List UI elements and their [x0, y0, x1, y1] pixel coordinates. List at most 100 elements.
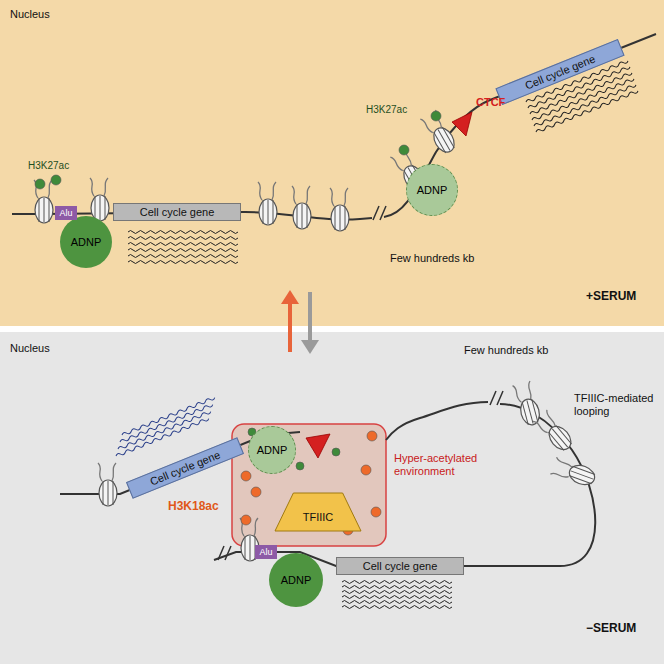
- starve-arrow: [308, 292, 312, 344]
- transcript: [342, 596, 452, 599]
- transcript: [128, 243, 238, 246]
- starve-arrowhead: [301, 340, 319, 354]
- acetyl-mark: [51, 175, 61, 185]
- dna-strand: [386, 402, 488, 440]
- transcript: [121, 396, 215, 436]
- break-mark: [218, 546, 231, 560]
- histone-core: [430, 124, 459, 156]
- acetyl-mark: [367, 431, 377, 441]
- histone-core: [567, 462, 598, 488]
- condition-label: −SERUM: [586, 622, 636, 636]
- dna-wrap: [95, 196, 96, 220]
- transcript: [128, 255, 238, 258]
- adnp-protein: ADNP: [60, 216, 112, 268]
- trapezoid: [275, 493, 361, 531]
- node-text: ADNP: [281, 574, 312, 587]
- node-text: Cell cycle gene: [140, 206, 215, 219]
- transcript: [342, 586, 452, 589]
- gene-box: Cell cycle gene: [126, 437, 244, 499]
- dna-wrap: [438, 130, 450, 151]
- transcript: [342, 601, 452, 604]
- transcript: [128, 237, 238, 240]
- histone-tail: [98, 463, 116, 481]
- nucleus-panel: Nucleus+SERUMAluADNPCell cycle geneADNPC…: [0, 0, 664, 326]
- nucleosome: [292, 186, 311, 229]
- node-text: Cell cycle gene: [363, 560, 438, 573]
- node-text: Alu: [259, 547, 272, 557]
- dna-wrap: [340, 206, 341, 230]
- dna-strand: [384, 34, 656, 217]
- dna-wrap: [113, 481, 114, 505]
- acetyl-mark: [241, 515, 251, 525]
- dna-wrap: [335, 206, 336, 230]
- histone-core: [545, 422, 576, 453]
- acetyl-mark: [35, 179, 45, 189]
- dna-wrap: [108, 481, 109, 505]
- nucleosome: [550, 456, 597, 489]
- acetyl-mark: [371, 507, 381, 517]
- dna-wrap: [268, 200, 269, 224]
- transcript: [119, 403, 213, 443]
- alu-element: Alu: [55, 206, 76, 220]
- dna-wrap: [100, 196, 101, 220]
- histone-tail: [292, 186, 310, 204]
- histone-mark-label: H3K27ac: [28, 160, 69, 172]
- dna-wrap: [532, 399, 538, 422]
- nucleosome: [34, 180, 53, 223]
- distance-label: Few hundreds kb: [464, 344, 548, 357]
- node-text: ADNP: [257, 444, 288, 457]
- histone-core: [259, 199, 277, 225]
- dna-wrap: [434, 132, 446, 153]
- alu-element: Alu: [255, 545, 276, 559]
- dna-wrap: [572, 466, 595, 474]
- dna-wrap: [263, 200, 264, 224]
- gene-box: Cell cycle gene: [113, 203, 241, 221]
- dna-wrap: [39, 198, 40, 222]
- histone-tail: [34, 180, 52, 198]
- acetyl-mark: [399, 145, 409, 155]
- node-text: Cell cycle gene: [523, 52, 597, 92]
- nucleosome: [98, 463, 117, 506]
- transcript: [533, 83, 636, 127]
- serum-arrow: [288, 300, 292, 352]
- ctcf-triangle: [452, 112, 472, 136]
- node-text: Cell cycle gene: [148, 448, 222, 488]
- panel-title: Nucleus: [10, 342, 50, 355]
- dna-wrap: [552, 429, 567, 447]
- acetyl-mark: [332, 448, 340, 456]
- nucleosome: [330, 188, 349, 231]
- nucleus-panel: Nucleus−SERUMCell cycle geneADNPTFIIICAl…: [0, 332, 664, 664]
- distance-label: Few hundreds kb: [390, 252, 474, 265]
- region-label: Hyper-acetylated environment: [394, 452, 486, 477]
- dna-wrap: [442, 127, 454, 148]
- dna-wrap: [307, 204, 308, 228]
- dna-wrap: [245, 536, 246, 560]
- acetyl-mark: [241, 471, 251, 481]
- dna-wrap: [44, 198, 45, 222]
- histone-core: [518, 397, 542, 427]
- dna-wrap: [522, 402, 528, 425]
- transcript: [128, 261, 238, 264]
- dna-wrap: [49, 198, 50, 222]
- dna-wrap: [273, 200, 274, 224]
- adnp-protein: ADNP: [406, 164, 458, 216]
- dna-wrap: [302, 204, 303, 228]
- nucleosome: [258, 182, 277, 225]
- acetyl-mark: [251, 487, 261, 497]
- gene-box: Cell cycle gene: [336, 557, 464, 575]
- histone-core: [331, 205, 349, 231]
- break-mark: [490, 391, 503, 405]
- dna-wrap: [103, 481, 104, 505]
- nucleosome: [513, 381, 542, 427]
- node-text: TFIIIC: [303, 511, 334, 524]
- nucleosome: [90, 178, 109, 221]
- dna-wrap: [105, 196, 106, 220]
- transcript: [535, 89, 638, 133]
- histone-core: [293, 203, 311, 229]
- transcript: [342, 581, 452, 584]
- dna-wrap: [548, 432, 563, 450]
- histone-tail: [330, 188, 348, 206]
- dna-wrap: [250, 536, 251, 560]
- serum-arrowhead: [281, 290, 299, 304]
